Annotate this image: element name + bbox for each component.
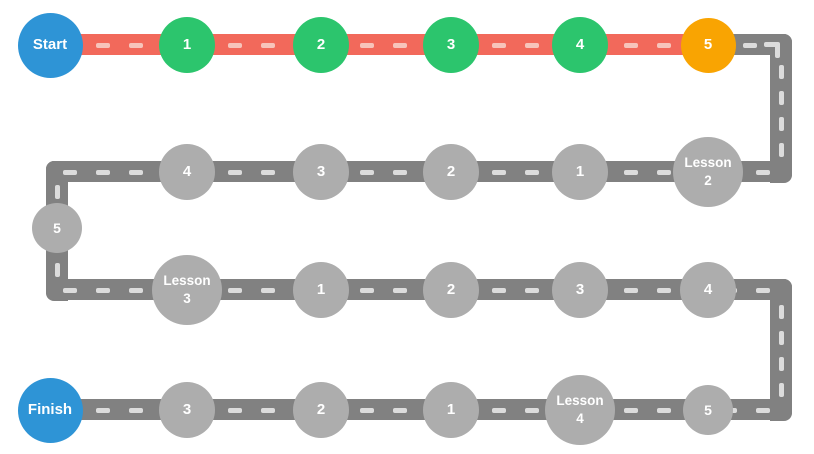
node-lesson3[interactable]: Lesson 3 [152, 255, 222, 325]
road-dash [63, 169, 77, 175]
node-lesson4-step3[interactable]: 3 [159, 382, 215, 438]
road-dash [360, 169, 374, 175]
road-dash [228, 169, 242, 175]
node-lesson1-step3[interactable]: 3 [423, 17, 479, 73]
road-dash [492, 42, 506, 48]
road-dash [261, 407, 275, 413]
road-dash [624, 42, 638, 48]
node-lesson3-step4[interactable]: 4 [680, 262, 736, 318]
road-dash [393, 42, 407, 48]
node-lesson2-step1[interactable]: 1 [552, 144, 608, 200]
road-dash [756, 407, 770, 413]
node-lesson2[interactable]: Lesson 2 [673, 137, 743, 207]
road-dash [96, 169, 110, 175]
road-dash [778, 117, 784, 131]
road-dash [54, 185, 60, 199]
road-dash [525, 287, 539, 293]
road-dash [261, 287, 275, 293]
road-dash [525, 42, 539, 48]
road-dash [492, 407, 506, 413]
road-dash [228, 42, 242, 48]
road-dash [624, 169, 638, 175]
corner-dash [764, 42, 778, 47]
road-dash [778, 65, 784, 79]
node-finish[interactable]: Finish [17, 377, 83, 443]
road-dash [129, 42, 143, 48]
road-dash [228, 407, 242, 413]
node-lesson2-step3[interactable]: 3 [293, 144, 349, 200]
node-start[interactable]: Start [17, 12, 83, 78]
node-lesson2-step4[interactable]: 4 [159, 144, 215, 200]
road-dash [624, 407, 638, 413]
road-dash [360, 42, 374, 48]
road-dash [96, 42, 110, 48]
road-dash [129, 407, 143, 413]
road-right-vertical-1 [770, 34, 792, 183]
road-dash [54, 263, 60, 277]
node-lesson1-step4[interactable]: 4 [552, 17, 608, 73]
road-dash [96, 287, 110, 293]
node-lesson1-step2[interactable]: 2 [293, 17, 349, 73]
road-dash [778, 331, 784, 345]
road-dash [393, 407, 407, 413]
road-dash [360, 287, 374, 293]
road-dash [261, 169, 275, 175]
node-lesson2-step2[interactable]: 2 [423, 144, 479, 200]
road-dash [657, 169, 671, 175]
road-dash [657, 287, 671, 293]
road-lesson1-segment [50, 34, 710, 55]
road-dash [393, 169, 407, 175]
road-dash [360, 407, 374, 413]
road-dash [492, 287, 506, 293]
road-dash [525, 169, 539, 175]
node-lesson3-step2[interactable]: 2 [423, 262, 479, 318]
road-dash [778, 305, 784, 319]
road-dash [657, 42, 671, 48]
road-dash [756, 169, 770, 175]
road-dash [228, 287, 242, 293]
road-dash [63, 287, 77, 293]
node-lesson3-step5[interactable]: 5 [683, 385, 733, 435]
road-dash [778, 383, 784, 397]
road-dash [624, 287, 638, 293]
road-dash [129, 287, 143, 293]
node-lesson3-step1[interactable]: 1 [293, 262, 349, 318]
road-dash [778, 143, 784, 157]
node-lesson4-step2[interactable]: 2 [293, 382, 349, 438]
road-dash [657, 407, 671, 413]
road-dash [129, 169, 143, 175]
road-dash [778, 357, 784, 371]
road-dash [96, 407, 110, 413]
corner-dash [775, 42, 780, 58]
road-dash [525, 407, 539, 413]
node-lesson3-step3[interactable]: 3 [552, 262, 608, 318]
node-lesson1-step5[interactable]: 5 [680, 17, 736, 73]
node-lesson4[interactable]: Lesson 4 [545, 375, 615, 445]
road-dash [492, 169, 506, 175]
node-lesson4-step1[interactable]: 1 [423, 382, 479, 438]
road-dash [778, 91, 784, 105]
node-lesson1-step1[interactable]: 1 [159, 17, 215, 73]
node-lesson2-step5[interactable]: 5 [32, 203, 82, 253]
road-dash [743, 42, 757, 48]
road-dash [261, 42, 275, 48]
road-dash [756, 287, 770, 293]
road-dash [393, 287, 407, 293]
road-right-vertical-2 [770, 279, 792, 421]
